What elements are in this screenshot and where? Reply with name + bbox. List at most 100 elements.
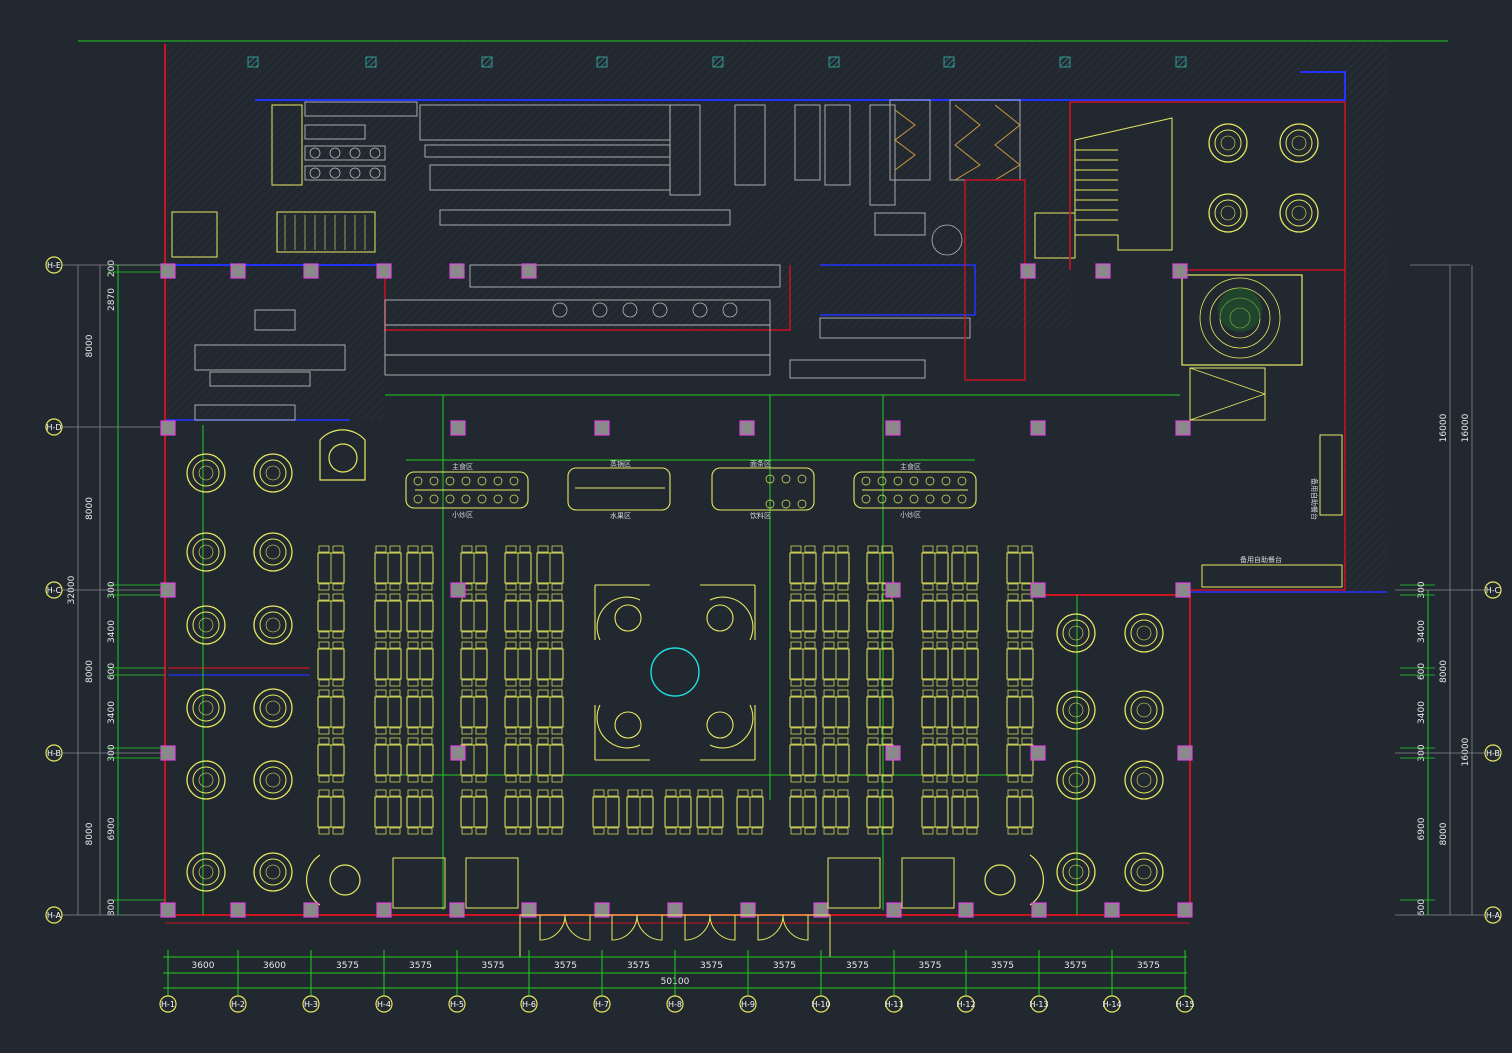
rect-table — [317, 789, 345, 835]
column — [1172, 263, 1188, 279]
right-total-16000-a: 16000 — [1439, 413, 1449, 442]
column — [885, 420, 901, 436]
rect-table — [504, 593, 532, 639]
axis-bubble-bottom: H-14 — [1102, 995, 1122, 1013]
dim-span: 3575 — [919, 961, 942, 971]
rect-table — [317, 737, 345, 783]
left-dim-inner: 3400 — [107, 701, 117, 724]
entrance-sofas — [392, 857, 955, 909]
column — [1175, 582, 1191, 598]
zone-labels: 主食区 小炒区 蒸锅区 水果区 面条区 饮料区 主食区 小炒区 — [452, 459, 921, 520]
rect-table — [789, 737, 817, 783]
rect-table — [822, 593, 850, 639]
axis-bubble-right: H-C — [1484, 581, 1502, 599]
rect-table — [592, 789, 620, 835]
rect-table — [406, 689, 434, 735]
svg-text:H-B: H-B — [1486, 749, 1500, 758]
rect-table — [789, 593, 817, 639]
right-wing-round-tables — [1056, 613, 1164, 892]
rect-table — [921, 789, 949, 835]
rect-table — [406, 789, 434, 835]
rect-tables — [317, 545, 1034, 835]
rect-table — [1006, 641, 1034, 687]
rect-table — [536, 737, 564, 783]
rect-table — [504, 737, 532, 783]
rect-table — [536, 593, 564, 639]
rect-table — [374, 545, 402, 591]
axis-bubble-bottom: H-4 — [375, 995, 393, 1013]
rect-table — [460, 689, 488, 735]
dim-span: 3575 — [554, 961, 577, 971]
rect-table — [374, 789, 402, 835]
column — [958, 902, 974, 918]
left-dim-outer: 8000 — [85, 822, 95, 845]
left-dim-inner: 200 — [107, 260, 117, 277]
rect-table — [822, 737, 850, 783]
rect-table — [536, 789, 564, 835]
rect-table — [374, 689, 402, 735]
column — [376, 902, 392, 918]
right-dim-outer: 8000 — [1439, 660, 1449, 683]
corner-booths — [306, 429, 1044, 906]
buffet-spare-vertical-label: 备用自助餐台 — [1310, 478, 1319, 520]
column — [1175, 420, 1191, 436]
svg-text:H-B: H-B — [47, 749, 61, 758]
dim-span: 3600 — [192, 961, 215, 971]
column — [739, 420, 755, 436]
left-dim-inner: 3400 — [107, 620, 117, 643]
center-feature — [594, 584, 756, 761]
dim-span: 3575 — [773, 961, 796, 971]
svg-text:H-2: H-2 — [231, 1000, 245, 1009]
column — [303, 263, 319, 279]
column — [1104, 902, 1120, 918]
svg-text:H-C: H-C — [47, 586, 62, 595]
rect-table — [866, 593, 894, 639]
rect-table — [317, 545, 345, 591]
rect-table — [317, 641, 345, 687]
axis-bubble-bottom: H-5 — [448, 995, 466, 1013]
rect-table — [822, 789, 850, 835]
svg-text:H-E: H-E — [47, 261, 61, 270]
svg-text:H-C: H-C — [1486, 586, 1501, 595]
zone-fruit: 水果区 — [610, 511, 631, 520]
rect-table — [789, 689, 817, 735]
axis-bubble-left: H-E — [45, 256, 63, 274]
rect-table — [664, 789, 692, 835]
rect-table — [822, 641, 850, 687]
svg-text:H-14: H-14 — [1102, 1000, 1121, 1009]
rect-table — [406, 545, 434, 591]
rect-table — [374, 737, 402, 783]
axis-bubble-bottom: H-9 — [739, 995, 757, 1013]
left-dimension-chain: 32000 8000800080008000200287030034006003… — [67, 260, 165, 916]
svg-text:H-1: H-1 — [161, 1000, 175, 1009]
rect-table — [536, 545, 564, 591]
right-total-16000-c: 16000 — [1461, 737, 1471, 766]
column — [230, 902, 246, 918]
column — [1095, 263, 1111, 279]
axis-bubble-left: H-C — [45, 581, 63, 599]
rect-table — [951, 545, 979, 591]
axis-bubble-right: H-B — [1484, 744, 1502, 762]
svg-text:H-A: H-A — [47, 911, 62, 920]
rect-table — [921, 689, 949, 735]
svg-text:H-7: H-7 — [595, 1000, 609, 1009]
column — [450, 582, 466, 598]
rect-table — [951, 641, 979, 687]
dim-span: 3575 — [336, 961, 359, 971]
zone-noodle: 面条区 — [750, 459, 771, 468]
svg-text:H-3: H-3 — [304, 1000, 318, 1009]
column — [1030, 420, 1046, 436]
axis-bubble-bottom: H-6 — [520, 995, 538, 1013]
svg-text:H-8: H-8 — [668, 1000, 682, 1009]
left-dim-inner: 800 — [107, 899, 117, 916]
right-dim-inner: 600 — [1417, 663, 1427, 680]
rect-table — [460, 593, 488, 639]
axis-bubble-bottom: H-3 — [302, 995, 320, 1013]
rect-table — [1006, 737, 1034, 783]
column — [450, 745, 466, 761]
dim-span: 3575 — [409, 961, 432, 971]
column — [160, 420, 176, 436]
zone-hotpot: 蒸锅区 — [610, 459, 631, 468]
